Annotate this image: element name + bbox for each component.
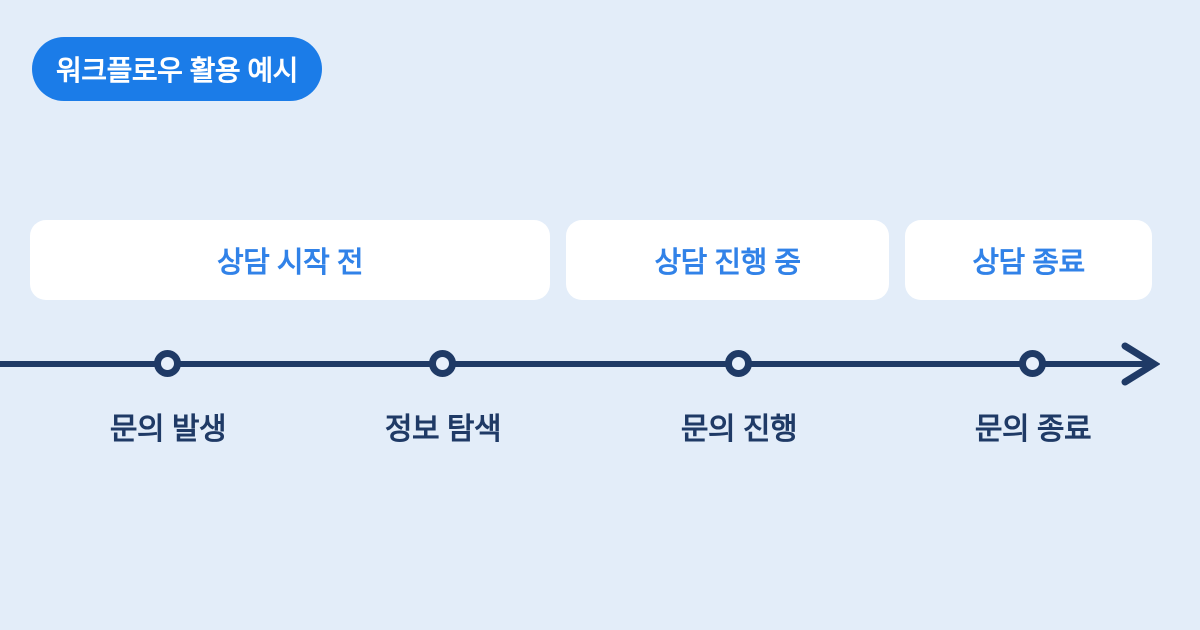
- timeline-step-label: 정보 탐색: [384, 413, 502, 446]
- phase-card-during-consultation: 상담 진행 중: [566, 220, 889, 300]
- timeline-node: [725, 350, 752, 377]
- timeline-node: [154, 350, 181, 377]
- timeline-step-label: 문의 진행: [680, 413, 798, 446]
- arrow-right-icon: [1121, 342, 1160, 386]
- phase-card-label: 상담 진행 중: [654, 247, 801, 279]
- title-badge-label: 워크플로우 활용 예시: [56, 55, 298, 86]
- phase-card-label: 상담 종료: [972, 247, 1085, 279]
- phase-card-label: 상담 시작 전: [216, 247, 364, 279]
- title-badge: 워크플로우 활용 예시: [32, 37, 322, 101]
- phase-card-end-consultation: 상담 종료: [905, 220, 1152, 300]
- timeline-step-label: 문의 종료: [974, 413, 1092, 446]
- timeline-line: [0, 361, 1148, 367]
- timeline-step-label: 문의 발생: [109, 413, 227, 446]
- timeline-node: [1019, 350, 1046, 377]
- phase-card-before-consultation: 상담 시작 전: [30, 220, 550, 300]
- timeline-node: [429, 350, 456, 377]
